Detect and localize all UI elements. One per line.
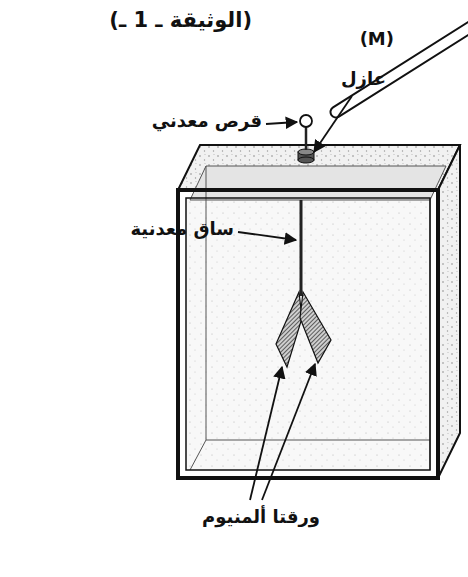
aluminium-leaves (276, 292, 331, 367)
part-label: عازل (341, 68, 386, 90)
leader-arrows (238, 96, 352, 500)
document-title: (الوثيقة ـ 1 ـ) (109, 8, 252, 33)
charged-rod (336, 21, 468, 112)
metal-disc (300, 115, 312, 150)
part-label: ساق معدنية (130, 218, 234, 240)
box-housing (178, 145, 460, 478)
leader-arrow (314, 96, 352, 152)
leader-arrow (266, 122, 297, 124)
leader-arrow (250, 367, 282, 500)
part-label: ورقتا ألمنيوم (202, 506, 320, 528)
insulator (298, 149, 314, 163)
leader-arrow (238, 232, 296, 240)
part-label: قرص معدني (152, 110, 262, 132)
leader-arrow (262, 364, 315, 500)
metal-stem (301, 200, 302, 296)
rod-label: (M) (360, 28, 394, 50)
